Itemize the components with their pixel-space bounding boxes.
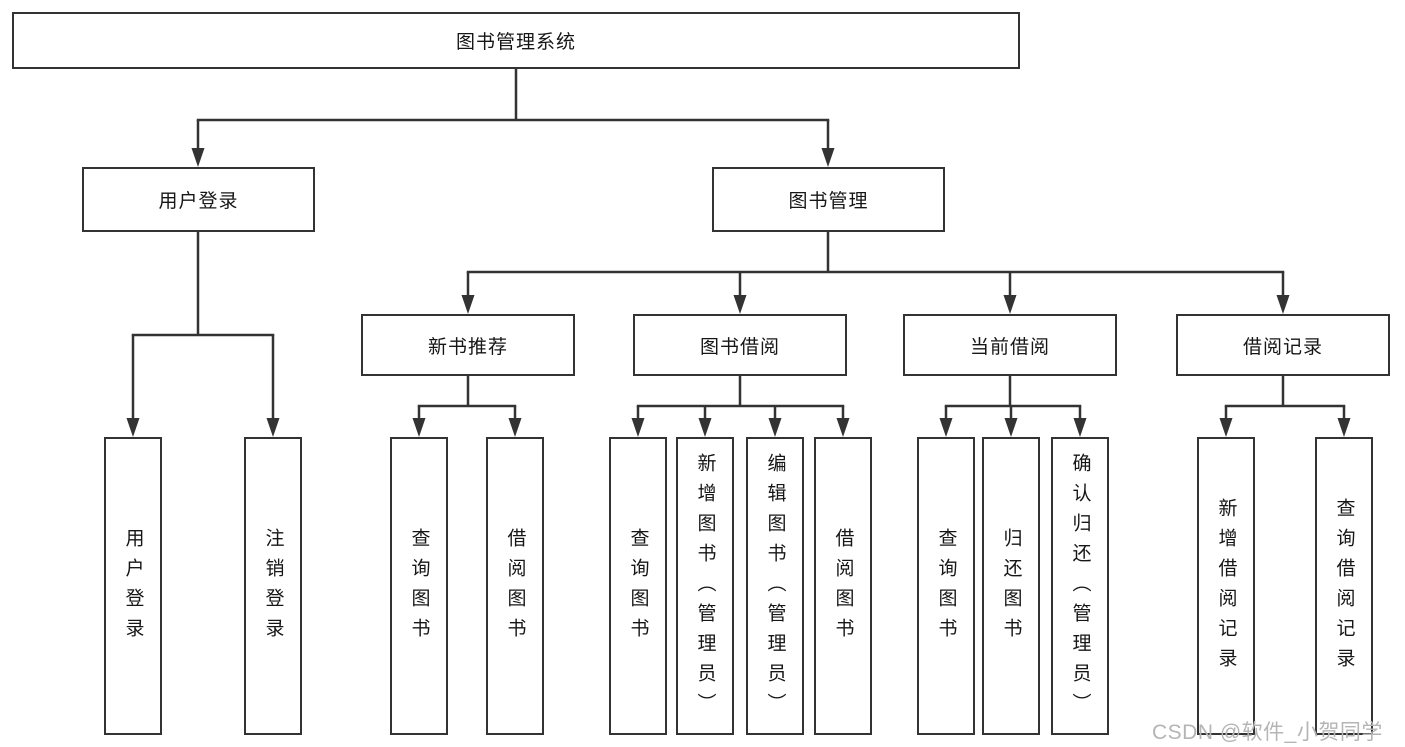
leaf-borrow-add-books-admin: 新增图书（管理员） xyxy=(676,437,734,735)
leaf-logout-login: 注销登录 xyxy=(244,437,302,735)
leaf-records-add-record: 新增借阅记录 xyxy=(1197,437,1255,735)
leaf-user-login: 用户登录 xyxy=(104,437,162,735)
leaf-borrow-edit-books-admin: 编辑图书（管理员） xyxy=(746,437,804,735)
leaf-records-query-record: 查询借阅记录 xyxy=(1315,437,1373,735)
leaf-borrow-borrow-books: 借阅图书 xyxy=(814,437,872,735)
node-new-book-recommend: 新书推荐 xyxy=(361,314,575,376)
node-current-borrow: 当前借阅 xyxy=(903,314,1117,376)
node-borrow-records: 借阅记录 xyxy=(1176,314,1390,376)
node-book-management: 图书管理 xyxy=(712,167,945,232)
leaf-current-confirm-return-admin: 确认归还（管理员） xyxy=(1051,437,1109,735)
leaf-current-query-books: 查询图书 xyxy=(917,437,975,735)
node-book-borrow: 图书借阅 xyxy=(633,314,847,376)
watermark: CSDN @软件_小贺同学 xyxy=(1152,721,1383,744)
node-user-login: 用户登录 xyxy=(82,167,315,232)
leaf-current-return-books: 归还图书 xyxy=(982,437,1040,735)
leaf-newbook-borrow-books: 借阅图书 xyxy=(486,437,544,735)
node-root: 图书管理系统 xyxy=(12,12,1020,69)
leaf-newbook-query-books: 查询图书 xyxy=(390,437,448,735)
leaf-borrow-query-books: 查询图书 xyxy=(609,437,667,735)
